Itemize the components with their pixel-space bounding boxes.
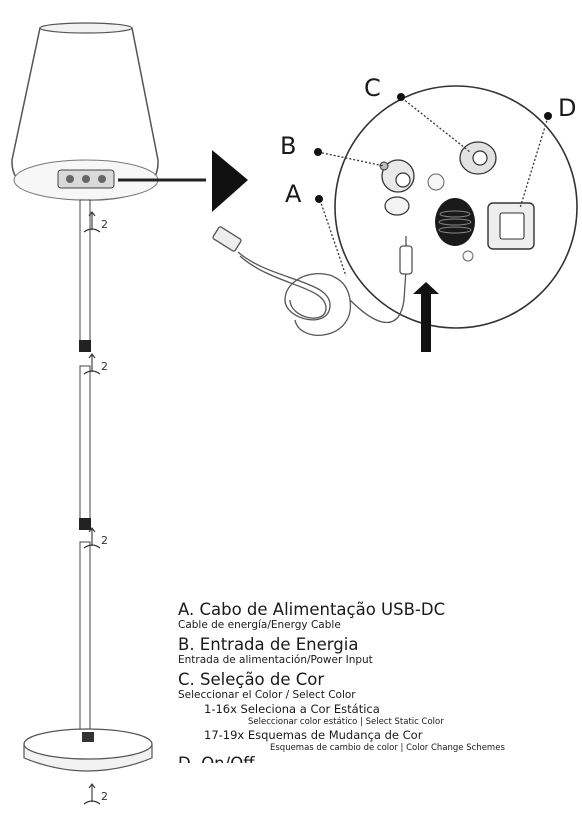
rotate-icon (83, 353, 101, 375)
usb-cable (212, 226, 413, 336)
rotate-label: 2 (101, 790, 108, 803)
pole-segment-top (79, 199, 91, 352)
callout-label-a: A (285, 180, 302, 208)
insert-arrow (413, 282, 439, 352)
legend-c-title: C. Seleção de Cor (178, 670, 325, 689)
legend-b-subtitle: Entrada de alimentación/Power Input (178, 654, 373, 666)
legend-c-option-static-subtitle: Seleccionar color estático | Select Stat… (248, 717, 444, 727)
legend-c-option-schemes-subtitle: Esquemas de cambio de color | Color Chan… (270, 743, 505, 753)
component-legend: A. Cabo de Alimentação USB-DC Cable de e… (178, 600, 582, 763)
threaded-socket (435, 198, 475, 246)
pole-segment-bottom (79, 541, 91, 735)
color-select-button (459, 141, 497, 175)
lamp-shade (11, 22, 159, 201)
legend-b-title: B. Entrada de Energia (178, 635, 359, 654)
rotate-symbols (83, 211, 101, 805)
callout-label-d: D (558, 94, 577, 122)
direction-arrow (212, 150, 248, 212)
lamp-base (23, 728, 153, 772)
rotate-label: 2 (101, 534, 108, 547)
detail-circle (334, 85, 578, 352)
legend-a-subtitle: Cable de energía/Energy Cable (178, 619, 341, 631)
rotate-label: 2 (101, 218, 108, 231)
rotate-icon (83, 211, 101, 233)
callout-leaders (317, 97, 549, 277)
legend-c-option-schemes: 17-19x Esquemas de Mudança de Cor (204, 728, 423, 742)
pole-segment-middle (79, 365, 91, 530)
legend-c-option-static: 1-16x Seleciona a Cor Estática (204, 702, 380, 716)
rotate-label: 2 (101, 360, 108, 373)
on-off-switch (487, 202, 535, 250)
power-input-port (379, 159, 415, 216)
legend-d-title: D. On/Off (178, 754, 582, 763)
legend-c-subtitle: Seleccionar el Color / Select Color (178, 689, 356, 701)
rotate-icon (83, 527, 101, 549)
callout-label-b: B (280, 132, 297, 160)
rotate-labels: 2 2 2 2 (101, 218, 108, 803)
callout-dots (314, 93, 552, 203)
legend-a-title: A. Cabo de Alimentação USB-DC (178, 600, 446, 619)
rotate-icon (83, 783, 101, 805)
callout-label-c: C (364, 74, 381, 102)
